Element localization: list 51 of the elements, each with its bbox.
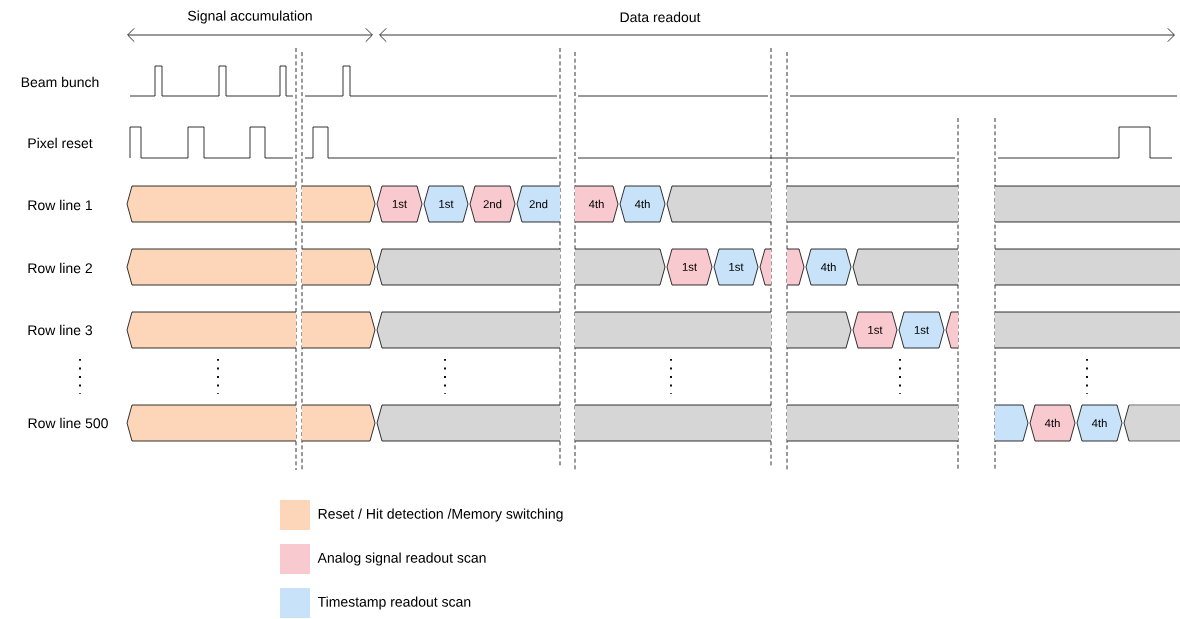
bus-segment [376, 311, 561, 349]
bus-segment [852, 248, 959, 286]
bus-segment: 1st [376, 185, 423, 223]
bus-segment [994, 185, 1180, 223]
bus-segment [376, 404, 561, 442]
legend-label: Timestamp readout scan [317, 596, 471, 610]
bus-segment [126, 311, 297, 349]
bus-segment: 4th [619, 185, 666, 223]
bus-segment [126, 248, 297, 286]
bus-segment [574, 404, 772, 442]
bus-segment [945, 311, 959, 349]
bus-segment [376, 248, 561, 286]
signal-name: Beam bunch [21, 76, 99, 88]
legend-label: Reset / Hit detection /Memory switching [318, 508, 563, 522]
bus-segment: 1st [713, 248, 759, 286]
bus-segment [301, 248, 376, 286]
bus-segment [126, 185, 297, 223]
bus-segment: 4th [805, 248, 852, 286]
bus-segment [786, 404, 959, 442]
bus-segment: 4th [574, 185, 619, 223]
bus-segment [786, 311, 852, 349]
bus-segment: 1st [852, 311, 898, 349]
signal-name: Row line 3 [28, 324, 93, 336]
bus-segment: 4th [1076, 404, 1123, 442]
bus-segment [786, 248, 805, 286]
bus-segment [994, 404, 1029, 442]
bus-segment: 2nd [469, 185, 516, 223]
bus-segment [666, 185, 772, 223]
section-heading: Signal accumulation [188, 10, 312, 24]
signal-name: Pixel reset [28, 137, 93, 149]
signal-name: Row line 500 [28, 417, 108, 429]
bus-segment [126, 404, 297, 442]
bus-segment [301, 311, 376, 349]
bus-segment [301, 185, 376, 223]
bus-segment [301, 404, 376, 442]
bus-segment: 1st [423, 185, 469, 223]
bus-segment [994, 311, 1180, 349]
bus-segment [786, 185, 959, 223]
bus-segment [759, 248, 772, 286]
bus-segment [574, 248, 666, 286]
bus-segment: 1st [666, 248, 713, 286]
signal-name: Row line 1 [28, 199, 92, 211]
bus-segment [574, 311, 772, 349]
bus-segment: 2nd [516, 185, 561, 223]
bus-segment [1123, 404, 1180, 442]
signal-name: Row line 2 [28, 262, 92, 274]
bus-segment: 1st [898, 311, 945, 349]
legend-label: Analog signal readout scan [317, 552, 486, 566]
bus-segment [994, 248, 1180, 286]
section-heading: Data readout [620, 11, 701, 23]
bus-segment: 4th [1029, 404, 1076, 442]
